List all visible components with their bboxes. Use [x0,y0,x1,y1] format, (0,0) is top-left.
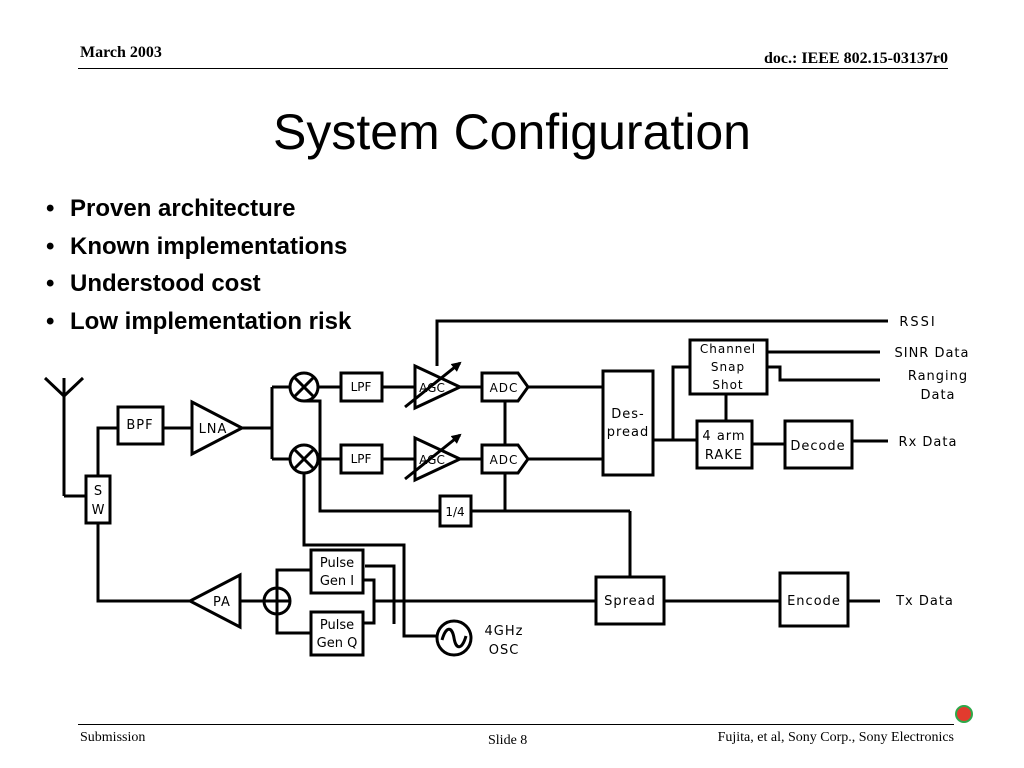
bullet-text: Understood cost [70,270,261,297]
spread-block [594,575,666,626]
bullet-dot-icon: • [46,307,55,335]
ranging-output-label: Data [920,388,955,403]
pulse-gen-i-label: Gen I [320,574,354,589]
mixer-i-icon [288,371,320,403]
pa-label: PA [213,595,231,610]
decode-label: Decode [790,439,845,454]
slide-title: System Configuration [272,104,751,160]
bullet-dot-icon: • [46,270,55,297]
switch-label: W [92,503,105,518]
bullet-text: Low implementation risk [70,307,352,335]
lpf-i-block [339,371,384,403]
footer-authors: Fujita, et al, Sony Corp., Sony Electron… [717,730,954,745]
antenna-icon [43,376,85,399]
spread-label: Spread [604,594,656,609]
bullet-item: • Understood cost [46,265,351,303]
combiner-icon [262,586,292,616]
encode-block [778,571,850,628]
header-rule [78,68,948,69]
bullet-item: • Proven architecture [46,190,351,228]
mixer-q-icon [288,443,320,475]
header-doc-id: doc.: IEEE 802.15-03137r0 [764,50,948,67]
adc-q-label: ADC [490,453,519,467]
channel-snapshot-label: Snap [711,360,745,374]
adc-i-label: ADC [490,381,519,395]
footer-rule [78,724,954,725]
oscillator-label: 4GHz [485,624,524,639]
header-date: March 2003 [80,44,162,61]
divider-label: 1/4 [445,505,464,519]
pulse-gen-q-block [309,610,365,657]
bpf-block [116,405,165,446]
switch-block [84,474,112,525]
channel-snapshot-label: Channel [700,342,756,356]
bullet-dot-icon: • [46,232,55,260]
pulse-gen-q-label: Gen Q [317,636,358,651]
divider-block [438,494,473,528]
pulse-gen-i-block [309,548,365,595]
footer-submission: Submission [80,730,146,745]
rssi-output-label: RSSI [899,315,936,330]
adc-q-block [480,443,530,475]
lna-block [190,399,246,457]
channel-snapshot-label: Shot [712,378,743,392]
agc-q-block [413,435,464,483]
lpf-q-label: LPF [351,452,372,466]
pa-block [186,572,242,630]
agc-i-block [413,363,464,411]
oscillator-icon [435,619,473,657]
bullet-text: Proven architecture [70,195,296,222]
bpf-label: BPF [126,418,153,433]
channel-snapshot-block [688,338,769,396]
bullet-dot-icon: • [46,195,55,222]
rake-label: RAKE [705,448,743,463]
adc-i-block [480,371,530,403]
switch-label: S [94,484,102,499]
rake-label: 4 arm [702,429,745,444]
signal-wires [62,319,888,638]
agc-q-adjust-arrow [404,433,462,481]
sinr-output-label: SINR Data [894,346,969,361]
despread-label: Des- [611,407,644,422]
despread-label: pread [607,425,650,440]
bullet-text: Known implementations [70,232,348,260]
tx-output-label: Tx Data [895,594,954,609]
rake-block [695,419,754,470]
agc-q-label: AGC [419,453,445,467]
slide-nav-button[interactable] [955,705,973,723]
footer-slide-number: Slide 8 [488,733,528,748]
despread-block [601,369,655,477]
agc-i-adjust-arrow [404,361,462,409]
bullet-item: • Known implementations [46,228,351,266]
bullet-item: • Low implementation risk [46,303,351,341]
pulse-gen-i-label: Pulse [320,556,354,571]
lpf-i-label: LPF [351,380,372,394]
encode-label: Encode [787,594,841,609]
rx-output-label: Rx Data [899,435,958,450]
lna-label: LNA [199,422,228,437]
pulse-gen-q-label: Pulse [320,618,354,633]
agc-i-label: AGC [419,381,445,395]
lpf-q-block [339,443,384,475]
oscillator-label: OSC [489,643,520,658]
ranging-output-label: Ranging [908,369,968,384]
bullet-list: • Proven architecture • Known implementati… [46,190,351,340]
decode-block [783,419,854,470]
